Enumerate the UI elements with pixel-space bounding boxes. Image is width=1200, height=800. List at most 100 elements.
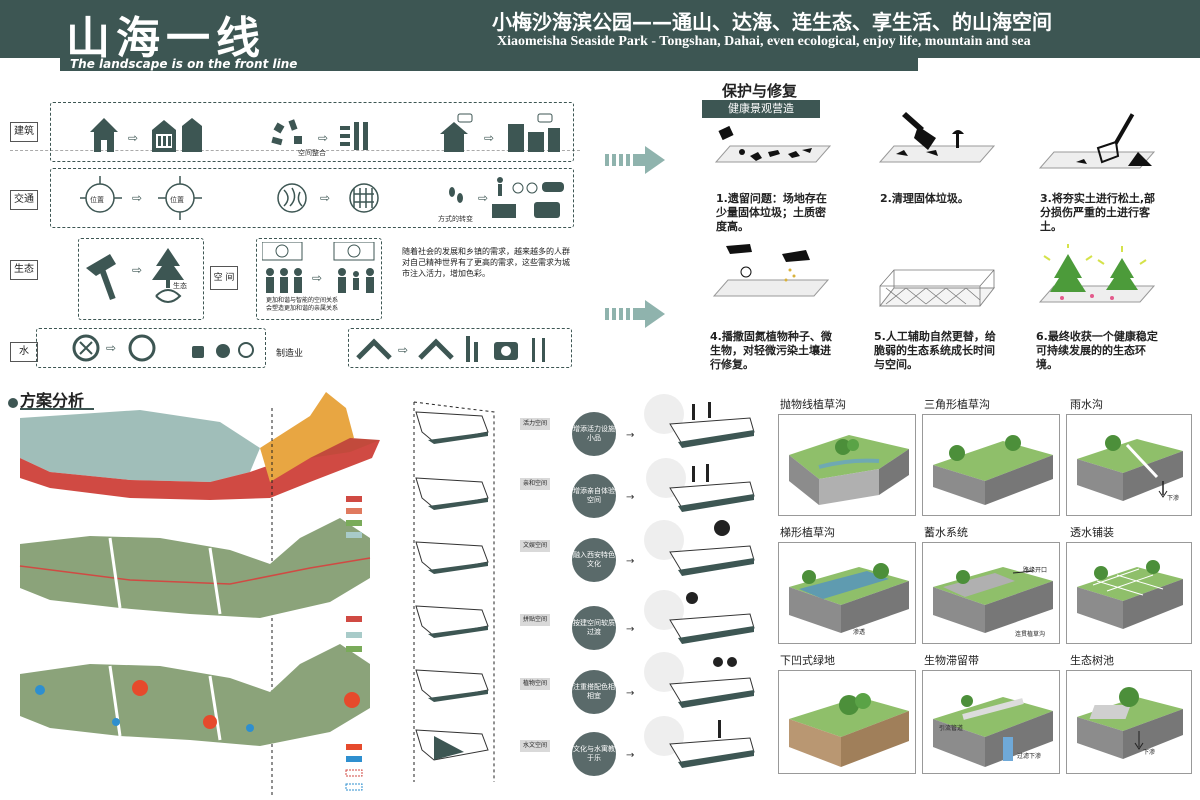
svg-text:⇨: ⇨ <box>398 343 408 357</box>
swale-label-triangular: 三角形植草沟 <box>924 398 990 411</box>
space-label: 空 间 <box>210 266 238 290</box>
swale-box-storage: 路缘开口 连贯植草沟 <box>922 542 1060 644</box>
water-icons-1: ⇨ <box>72 334 254 362</box>
subtitle-english: Xiaomeisha Seaside Park - Tongshan, Daha… <box>497 34 1031 49</box>
swale-label-permeable: 透水铺装 <box>1070 526 1114 539</box>
space-tag: 水文空间 <box>520 740 550 752</box>
step-6-illustration <box>1038 244 1156 303</box>
step-6-caption: 6.最终收获一个健康稳定可持续发展的的生态环境。 <box>1036 330 1158 371</box>
swale-label-trapezoid: 梯形植草沟 <box>780 526 835 539</box>
svg-text:⇨: ⇨ <box>484 131 494 145</box>
arrow-right-2 <box>605 300 665 328</box>
header-bar <box>0 0 1200 58</box>
svg-text:→: → <box>626 430 634 441</box>
water-icons-2: ⇨ <box>356 336 545 362</box>
plan-title: 方案分析 <box>20 391 85 410</box>
storage-note-1: 路缘开口 <box>1023 567 1048 574</box>
storage-note-2: 连贯植草沟 <box>1015 631 1046 638</box>
section-strips <box>413 401 495 782</box>
swale-label-bioretention: 生物滞留带 <box>924 654 979 667</box>
strategy-circle: 增添活力设施小品 <box>572 412 616 456</box>
water-box-1 <box>36 328 266 368</box>
ecology-icons: ⇨ <box>86 248 184 303</box>
step-2-caption: 2.清理固体垃圾。 <box>880 192 969 205</box>
traffic-box <box>50 168 574 228</box>
traffic-icons: ⇨ ⇨ ⇨ <box>80 176 564 220</box>
step-3-caption: 3.将夯实土进行松土,部分损伤严重的土进行客土。 <box>1040 192 1156 233</box>
step-5-caption: 5.人工辅助自然更替，给脆弱的生态系统成长时间与空间。 <box>874 330 996 371</box>
architecture-icons: ⇨⇨⇨ <box>90 113 560 152</box>
swale-label-storage: 蓄水系统 <box>924 526 968 539</box>
tree-pit-note: 下渗 <box>1143 749 1156 756</box>
row-label-traffic: 交通 <box>10 190 38 210</box>
swale-box-rain-ditch: 下渗 <box>1066 414 1192 516</box>
water-box-2 <box>348 328 572 368</box>
swale-label-tree-pit: 生态树池 <box>1070 654 1114 667</box>
swale-label-parabolic: 抛物线植草沟 <box>780 398 846 411</box>
swale-box-tree-pit: 下渗 <box>1066 670 1192 774</box>
site-maps <box>19 392 380 798</box>
svg-text:⇨: ⇨ <box>106 341 116 355</box>
plan-underline <box>20 408 94 410</box>
step-4-caption: 4.播撒固氮植物种子、微生物，对轻微污染土壤进行修复。 <box>710 330 832 371</box>
swale-label-sunken: 下凹式绿地 <box>780 654 835 667</box>
space-integration-note: 空间整合 <box>298 149 326 157</box>
svg-text:→: → <box>626 750 634 761</box>
swale-box-trapezoid: 渗透 <box>778 542 916 644</box>
section-bullet <box>8 398 18 408</box>
manufacturing-label: 制造业 <box>276 349 304 359</box>
strategy-circle: 注重搭配色相相宜 <box>572 670 616 714</box>
rain-ditch-note: 下渗 <box>1167 495 1180 502</box>
tagline-bar <box>60 58 918 71</box>
svg-text:⇨: ⇨ <box>132 191 142 205</box>
svg-text:→: → <box>626 688 634 699</box>
svg-text:→: → <box>626 556 634 567</box>
svg-text:→: → <box>626 624 634 635</box>
architecture-box <box>50 102 574 162</box>
svg-text:⇨: ⇨ <box>132 263 142 277</box>
svg-text:⇨: ⇨ <box>320 191 330 205</box>
page-title: 山海一线 <box>66 13 266 64</box>
ecology-note: 生态 <box>173 282 187 290</box>
step-5-illustration <box>878 269 996 307</box>
trapezoid-note: 渗透 <box>853 629 866 636</box>
protection-subtitle: 健康景观营造 <box>702 100 820 118</box>
space-tag: 活力空间 <box>520 418 550 430</box>
protection-title: 保护与修复 <box>722 82 798 100</box>
space-tag: 拼贴空间 <box>520 614 550 626</box>
space-tag: 植物空间 <box>520 678 550 690</box>
step-4-illustration <box>712 244 830 297</box>
people-icons: ⇨ <box>262 242 375 293</box>
step-2-illustration <box>878 112 996 163</box>
tagline: The landscape is on the front line <box>70 57 298 71</box>
svg-text:⇨: ⇨ <box>478 191 488 205</box>
society-paragraph: 随着社会的发展和乡镇的需求，越来越多的人群对自己精神世界有了更高的需求，这些需求… <box>402 247 570 278</box>
ecology-box <box>78 238 204 320</box>
row-label-architecture: 建筑 <box>10 122 38 142</box>
space-box <box>256 238 382 320</box>
bioretention-note-2: 过滤下渗 <box>1017 753 1042 760</box>
svg-text:⇨: ⇨ <box>318 131 328 145</box>
strategy-circle: 按建空间软质过渡 <box>572 606 616 650</box>
subtitle-chinese: 小梅沙海滨公园——通山、达海、连生态、享生活、的山海空间 <box>492 10 1052 34</box>
swale-box-bioretention: 引流管道 过滤下渗 <box>922 670 1060 774</box>
space-tag: 亲和空间 <box>520 478 550 490</box>
mode-change-note: 方式的转变 <box>438 215 473 223</box>
space-tag: 文娱空间 <box>520 540 550 552</box>
bioretention-note-1: 引流管道 <box>939 725 964 732</box>
row-label-ecology: 生态 <box>10 260 38 280</box>
swale-box-permeable <box>1066 542 1192 644</box>
swale-box-parabolic <box>778 414 916 516</box>
row-label-water: 水 <box>10 342 38 362</box>
analysis-grid: 建筑 交通 生态 水 ⇨ ⇨ ⇨ 空间整合 <box>10 98 580 376</box>
space-relation-note: 更加和谐与智能的空间关系 会塑造更加和谐的亲属关系 <box>266 297 339 312</box>
step-1-illustration <box>714 125 832 163</box>
swale-label-rain-ditch: 雨水沟 <box>1070 398 1103 411</box>
location-label-2: 位置 <box>170 196 184 204</box>
step-3-illustration <box>1038 113 1156 169</box>
divider <box>10 150 580 151</box>
strategy-circle: 增添亲自体验空间 <box>572 474 616 518</box>
swale-box-triangular <box>922 414 1060 516</box>
location-label-1: 位置 <box>90 196 104 204</box>
svg-text:→: → <box>626 492 634 503</box>
